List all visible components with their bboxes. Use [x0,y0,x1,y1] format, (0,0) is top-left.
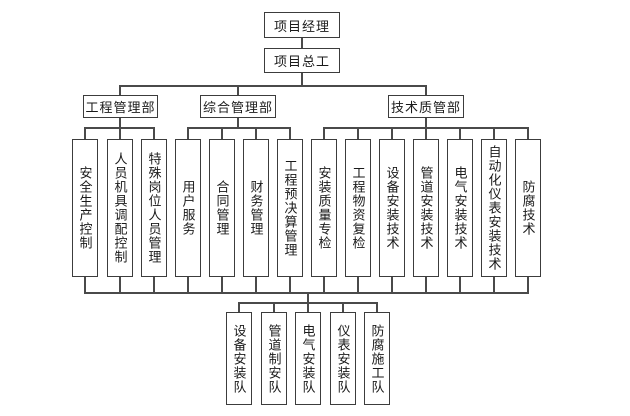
bus-technical-children [323,127,529,129]
line-drop-dept [119,85,121,95]
node-project-chief-engineer: 项目总工 [264,48,340,73]
bus-teams [238,302,378,304]
line-column-bus [221,277,223,292]
bus-bottom-collector [84,292,529,294]
line-column-bus [119,277,121,292]
line-column-bus [84,277,86,292]
node-pipeline-installation-technology: 管道安装技术 [413,139,439,277]
node-dept-general-management: 综合管理部 [200,95,276,118]
node-safety-production-control: 安全生产控制 [72,139,98,277]
line-column-bus [357,277,359,292]
line-drop-column [289,128,291,139]
node-automation-instrument-installation-technology: 自动化仪表安装技术 [481,139,507,277]
line-column-bus [425,277,427,292]
line-column-bus [527,277,529,292]
bus-engineering-children [84,127,155,129]
node-pipeline-fabrication-installation-team: 管道制安队 [261,312,287,405]
line-drop-column [493,128,495,139]
node-equipment-installation-team: 设备安装队 [226,312,252,405]
line-bus-teams [307,293,309,302]
line-drop-team [238,303,240,312]
line-drop-team [307,303,309,312]
line-drop-team [376,303,378,312]
line-drop-column [527,128,529,139]
line-drop-column [323,128,325,139]
line-drop-column [425,128,427,139]
node-contract-management: 合同管理 [209,139,235,277]
node-project-budget-settlement-management: 工程预决算管理 [277,139,303,277]
line-column-bus [255,277,257,292]
node-equipment-installation-technology: 设备安装技术 [379,139,405,277]
node-financial-management: 财务管理 [243,139,269,277]
node-personnel-equipment-allocation-control: 人员机具调配控制 [107,139,133,277]
line-column-bus [493,277,495,292]
node-customer-service: 用户服务 [175,139,201,277]
line-column-bus [391,277,393,292]
line-drop-column [459,128,461,139]
node-instrument-installation-team: 仪表安装队 [330,312,356,405]
node-materials-reinspection: 工程物资复检 [345,139,371,277]
line-dept-childbus [237,118,239,127]
node-electrical-installation-team: 电气安装队 [295,312,321,405]
node-electrical-installation-technology: 电气安装技术 [447,139,473,277]
line-column-bus [323,277,325,292]
bus-departments [119,85,426,87]
line-column-bus [459,277,461,292]
line-drop-team [342,303,344,312]
line-drop-column [391,128,393,139]
line-drop-dept [425,85,427,95]
line-chief-bus [301,73,303,85]
line-manager-chief [301,38,303,48]
line-drop-column [119,128,121,139]
node-anticorrosion-construction-team: 防腐施工队 [364,312,390,405]
node-dept-technical-quality: 技术质管部 [388,95,464,118]
line-drop-column [187,128,189,139]
line-drop-column [84,128,86,139]
node-anticorrosion-technology: 防腐技术 [515,139,541,277]
line-column-bus [187,277,189,292]
line-dept-childbus [425,118,427,127]
line-drop-dept [237,85,239,95]
node-installation-quality-inspection: 安装质量专检 [311,139,337,277]
line-column-bus [153,277,155,292]
node-special-post-personnel-management: 特殊岗位人员管理 [141,139,167,277]
line-drop-column [255,128,257,139]
bus-general-children [187,127,291,129]
node-project-manager: 项目经理 [264,12,340,38]
line-drop-column [153,128,155,139]
line-drop-team [273,303,275,312]
line-column-bus [289,277,291,292]
line-drop-column [357,128,359,139]
line-dept-childbus [119,118,121,127]
line-drop-column [221,128,223,139]
node-dept-engineering-management: 工程管理部 [83,95,158,118]
